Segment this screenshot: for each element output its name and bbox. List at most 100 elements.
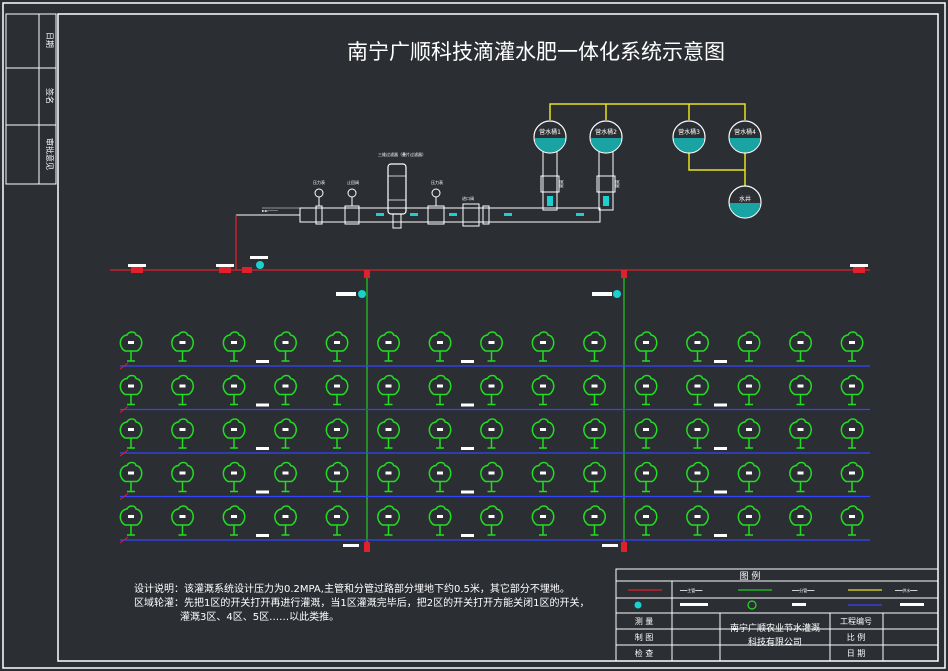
supply-pipe: [549, 103, 746, 186]
tree-symbol: [480, 461, 503, 493]
well: 水井: [728, 185, 762, 219]
lateral-end-cap: [119, 493, 129, 500]
svg-text:闸阀: 闸阀: [614, 180, 620, 188]
tree-symbol: [789, 374, 812, 406]
tree-symbol: [531, 418, 555, 449]
tree-symbol: [325, 374, 349, 406]
dripper-marker: [461, 360, 474, 363]
tree-symbol: [377, 331, 400, 362]
tree-symbol: [377, 505, 400, 536]
tree-symbol: [531, 461, 555, 493]
lateral-end-cap: [119, 536, 129, 544]
main-pipe: [110, 215, 870, 271]
lateral-end-cap: [119, 406, 129, 413]
tree-symbol: [840, 374, 864, 406]
design-note-line3: 灌溉3区、4区、5区……以此类推。: [180, 612, 340, 623]
dripper-marker: [714, 490, 727, 494]
tb-project-no-label: 工程编号: [840, 616, 872, 626]
side-label-approval: 审批意见: [45, 138, 55, 170]
tree-symbol: [377, 418, 400, 449]
tree-symbol: [480, 331, 503, 362]
tree-symbol: [428, 374, 452, 406]
tb-check-label: 检 查: [635, 648, 654, 658]
tree-symbol: [119, 331, 143, 362]
tb-survey-label: 测 量: [635, 617, 654, 626]
tree-symbol: [171, 418, 194, 449]
dripper-marker: [461, 447, 474, 450]
tank-3: 营水桶3: [672, 120, 706, 154]
tree-symbol: [840, 331, 864, 362]
tree-symbol: [583, 505, 606, 536]
tree-symbol: [583, 418, 606, 449]
tree-symbol: [686, 331, 709, 362]
tree-symbol: [222, 505, 246, 536]
dripper-marker: [714, 360, 727, 363]
dripper-marker: [256, 403, 269, 407]
tree-symbol: [428, 505, 452, 536]
dripper-marker: [256, 447, 269, 450]
tree-symbol: [222, 418, 246, 449]
tree-symbol: [119, 505, 143, 536]
tree-symbol: [222, 374, 246, 406]
tree-symbol: [119, 418, 143, 449]
tree-symbol: [325, 505, 349, 536]
branch-valves: [336, 270, 627, 552]
tree-symbol: [325, 461, 349, 493]
dripper-marker: [714, 534, 727, 537]
drawing-title: 南宁广顺科技滴灌水肥一体化系统示意图: [347, 40, 725, 64]
tree-symbol: [171, 374, 194, 406]
tree-symbol: [686, 374, 709, 406]
side-label-sign: 签名: [45, 88, 55, 104]
svg-text:营水桶2: 营水桶2: [595, 128, 617, 136]
tree-symbol: [634, 461, 658, 493]
tree-symbol: [171, 505, 194, 536]
pump-assembly: ►►──── 压力表 止回阀 压力表 进口阀: [236, 147, 620, 229]
tree-symbol: [274, 461, 297, 493]
tree-symbol: [377, 461, 400, 493]
tree-symbol: [737, 418, 761, 449]
tree-symbol: [274, 418, 297, 449]
svg-text:压力表: 压力表: [431, 179, 443, 185]
dripper-marker: [461, 534, 474, 537]
tree-symbol: [789, 331, 812, 362]
tree-symbol: [686, 418, 709, 449]
svg-text:止回阀: 止回阀: [347, 179, 359, 185]
tree-symbol: [428, 418, 452, 449]
legend-symbols: ═══主管═══ ═══分管═══ ═══供水═══: [628, 587, 924, 610]
tb-company-line1: 南宁广顺农业节水灌溉: [730, 622, 820, 634]
tree-symbol: [171, 461, 194, 493]
side-label-date: 日期: [45, 32, 54, 48]
tree-symbol: [583, 461, 606, 493]
tree-symbol: [274, 505, 297, 536]
inner-frame: [57, 13, 939, 662]
tree-symbol: [274, 374, 297, 406]
tree-symbol: [480, 505, 503, 536]
svg-text:水井: 水井: [739, 195, 751, 203]
dripper-marker: [461, 490, 474, 494]
dripper-marker: [256, 490, 269, 494]
tree-symbol: [222, 331, 246, 362]
tree-symbol: [531, 331, 555, 362]
tree-symbol: [737, 374, 761, 406]
tree-symbol: [840, 505, 864, 536]
tree-field: [119, 331, 870, 544]
tree-symbol: [686, 505, 709, 536]
svg-text:进口阀: 进口阀: [462, 195, 474, 201]
tree-symbol: [583, 331, 606, 362]
tree-symbol: [119, 461, 143, 493]
tb-scale-label: 比 例: [847, 632, 866, 642]
tb-date-label: 日 期: [847, 649, 866, 658]
tree-symbol: [325, 418, 349, 449]
svg-text:闸阀: 闸阀: [558, 180, 564, 188]
tree-symbol: [325, 331, 349, 362]
tree-symbol: [789, 461, 812, 493]
tb-drawn-label: 制 图: [635, 632, 654, 642]
dripper-marker: [461, 403, 474, 407]
tree-symbol: [686, 461, 709, 493]
svg-text:压力表: 压力表: [313, 179, 325, 185]
tree-symbol: [428, 461, 452, 493]
tree-symbol: [428, 331, 452, 362]
